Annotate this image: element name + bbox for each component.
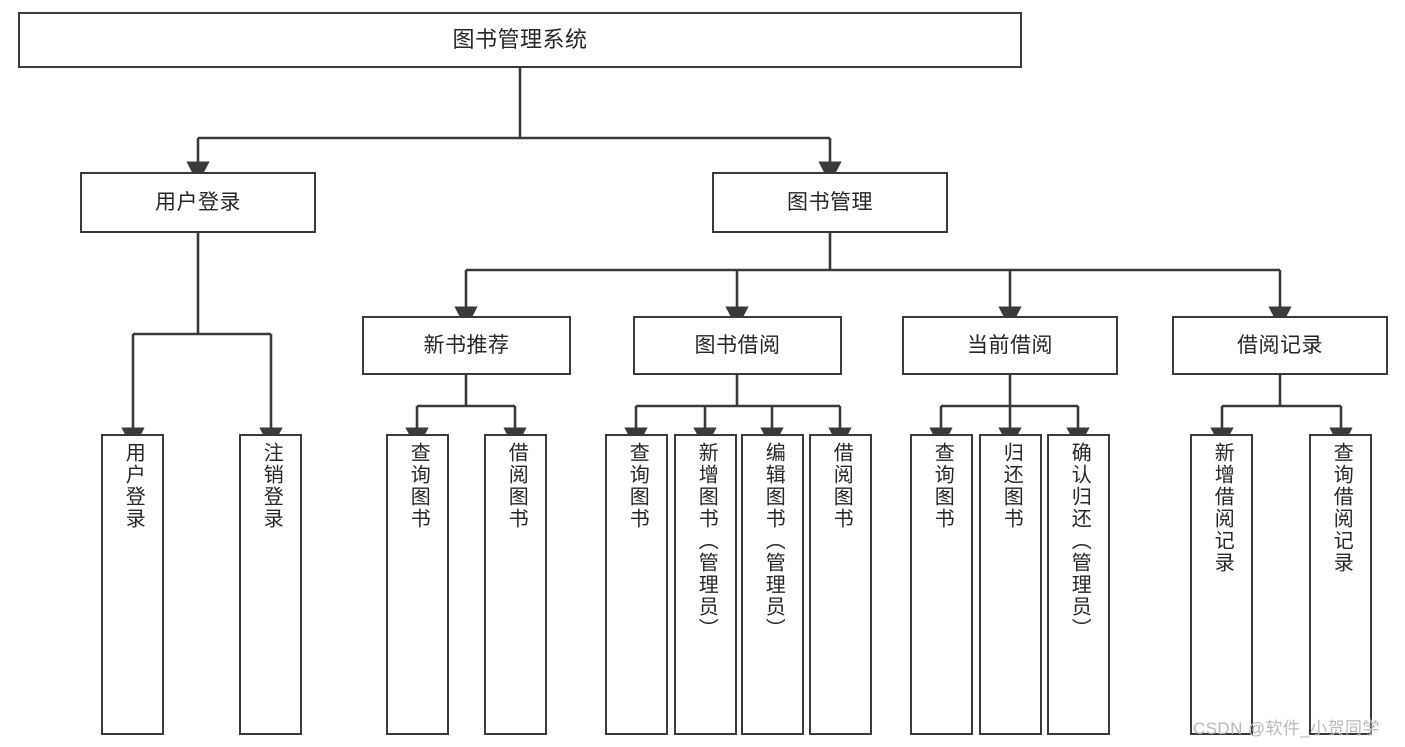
node-label: 新增借阅记录 <box>1211 442 1234 574</box>
node-label: 查询图书 <box>931 442 954 530</box>
node-leaf-query-book-borrow[interactable]: 查询图书 <box>605 434 668 735</box>
node-label: 用户登录 <box>155 190 241 214</box>
node-label: 当前借阅 <box>967 333 1053 357</box>
node-leaf-borrow-book-recommend[interactable]: 借阅图书 <box>484 434 547 735</box>
node-label: 图书管理系统 <box>452 26 588 52</box>
node-leaf-logout-login[interactable]: 注销登录 <box>239 434 302 735</box>
node-label: 新增图书（管理员） <box>695 442 718 640</box>
node-borrow-record[interactable]: 借阅记录 <box>1172 316 1388 375</box>
node-label: 确认归还（管理员） <box>1068 442 1091 640</box>
node-label: 编辑图书（管理员） <box>762 442 785 640</box>
node-book-borrow[interactable]: 图书借阅 <box>633 316 842 375</box>
node-label: 查询借阅记录 <box>1330 442 1353 574</box>
node-label: 新书推荐 <box>423 333 510 357</box>
node-leaf-edit-book-admin[interactable]: 编辑图书（管理员） <box>741 434 804 735</box>
node-leaf-query-book-recommend[interactable]: 查询图书 <box>386 434 449 735</box>
node-leaf-query-book-current[interactable]: 查询图书 <box>910 434 973 735</box>
node-label: 查询图书 <box>407 442 430 530</box>
node-label: 借阅图书 <box>505 442 528 530</box>
node-label: 图书管理 <box>787 190 873 214</box>
node-leaf-add-borrow-record[interactable]: 新增借阅记录 <box>1190 434 1253 735</box>
node-user-login[interactable]: 用户登录 <box>80 172 316 233</box>
node-current-borrow[interactable]: 当前借阅 <box>902 316 1118 375</box>
node-leaf-confirm-return-admin[interactable]: 确认归还（管理员） <box>1047 434 1110 735</box>
node-label: 借阅图书 <box>830 442 853 530</box>
csdn-watermark: CSDN @软件_小贺同学 <box>1193 719 1380 738</box>
node-label: 借阅记录 <box>1237 333 1323 357</box>
node-leaf-borrow-book[interactable]: 借阅图书 <box>809 434 872 735</box>
node-label: 归还图书 <box>1000 442 1023 530</box>
node-leaf-user-login[interactable]: 用户登录 <box>101 434 164 735</box>
node-label: 图书借阅 <box>694 333 781 357</box>
node-root-system[interactable]: 图书管理系统 <box>18 12 1022 68</box>
node-leaf-return-book[interactable]: 归还图书 <box>979 434 1042 735</box>
node-book-management[interactable]: 图书管理 <box>712 172 948 233</box>
node-new-book-recommend[interactable]: 新书推荐 <box>362 316 571 375</box>
node-leaf-query-borrow-record[interactable]: 查询借阅记录 <box>1309 434 1372 735</box>
node-label: 用户登录 <box>122 442 145 530</box>
node-leaf-add-book-admin[interactable]: 新增图书（管理员） <box>674 434 737 735</box>
node-label: 查询图书 <box>626 442 649 530</box>
node-label: 注销登录 <box>260 442 283 530</box>
